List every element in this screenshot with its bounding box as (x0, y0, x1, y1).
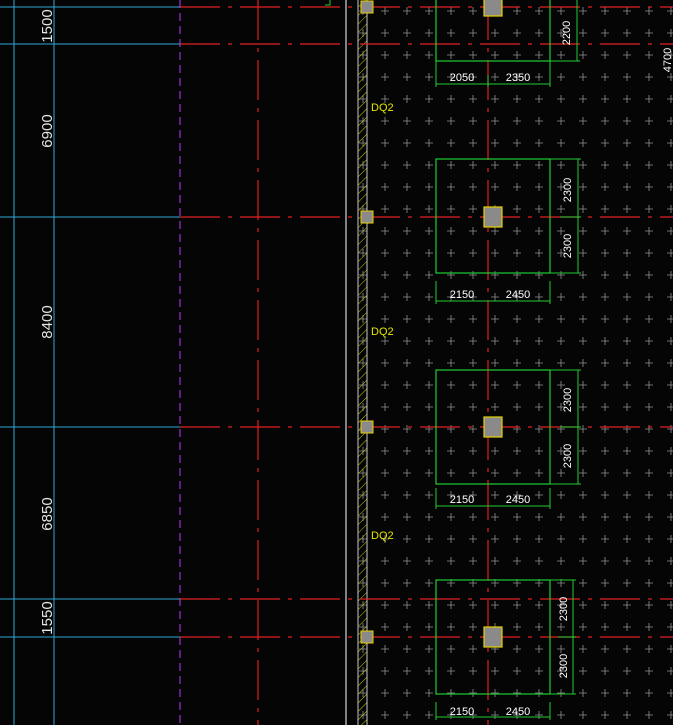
edge-dimension: 4700 (662, 48, 673, 72)
dim-h-1a: 2050 (450, 72, 474, 84)
dim-h-1b: 2350 (506, 72, 530, 84)
dim-v-2b: 2300 (562, 234, 574, 258)
dim-left-5: 1550 (39, 601, 56, 634)
wall-column-icon[interactable] (360, 630, 374, 644)
dim-v-3a: 2300 (562, 388, 574, 412)
wall-label-1: DQ2 (371, 102, 394, 114)
blue-axis-horizontals (0, 6, 180, 638)
dim-h-4a: 2150 (450, 706, 474, 718)
column-square-icon (483, 0, 503, 17)
footing-outline (435, 158, 551, 274)
dim-h-4b: 2450 (506, 706, 530, 718)
foundation-4[interactable]: 2300 2300 2150 2450 (435, 579, 576, 720)
dim-h-2b: 2450 (506, 289, 530, 301)
foundation-3[interactable]: 2300 2300 2150 2450 (435, 369, 581, 509)
dim-v-3b: 2300 (562, 444, 574, 468)
wall-column-icon[interactable] (360, 210, 374, 224)
wall-column-icon[interactable] (360, 0, 374, 14)
dim-left-1: 1500 (39, 9, 56, 42)
foundation-1[interactable]: 2200 2050 2350 (435, 0, 580, 87)
dim-left-4: 6850 (39, 497, 56, 530)
dim-v-4b: 2300 (558, 654, 570, 678)
dim-h-2a: 2150 (450, 289, 474, 301)
wall-label-2: DQ2 (371, 326, 394, 338)
wall-columns (360, 0, 374, 644)
footing-outline (435, 579, 551, 695)
dim-v-1a: 2200 (561, 21, 573, 45)
wall-column-icon[interactable] (360, 420, 374, 434)
column-square-icon (483, 416, 503, 438)
wall-label-3: DQ2 (371, 530, 394, 542)
red-axis-horizontals (180, 6, 673, 638)
soil-hatch-region (346, 0, 673, 725)
foundation-2[interactable]: 2300 2300 2150 2450 (435, 158, 581, 304)
wall-hatch-strip (358, 0, 367, 725)
dim-h-3b: 2450 (506, 494, 530, 506)
footing-outline (435, 369, 551, 485)
dim-h-3a: 2150 (450, 494, 474, 506)
dim-left-3: 8400 (39, 305, 56, 338)
footing-outline (435, 0, 551, 62)
column-square-icon (483, 206, 503, 228)
column-square-icon (483, 626, 503, 648)
dim-left-2: 6900 (39, 114, 56, 147)
dim-v-2a: 2300 (562, 178, 574, 202)
dim-v-4a: 2300 (558, 597, 570, 621)
top-marker (325, 0, 331, 6)
